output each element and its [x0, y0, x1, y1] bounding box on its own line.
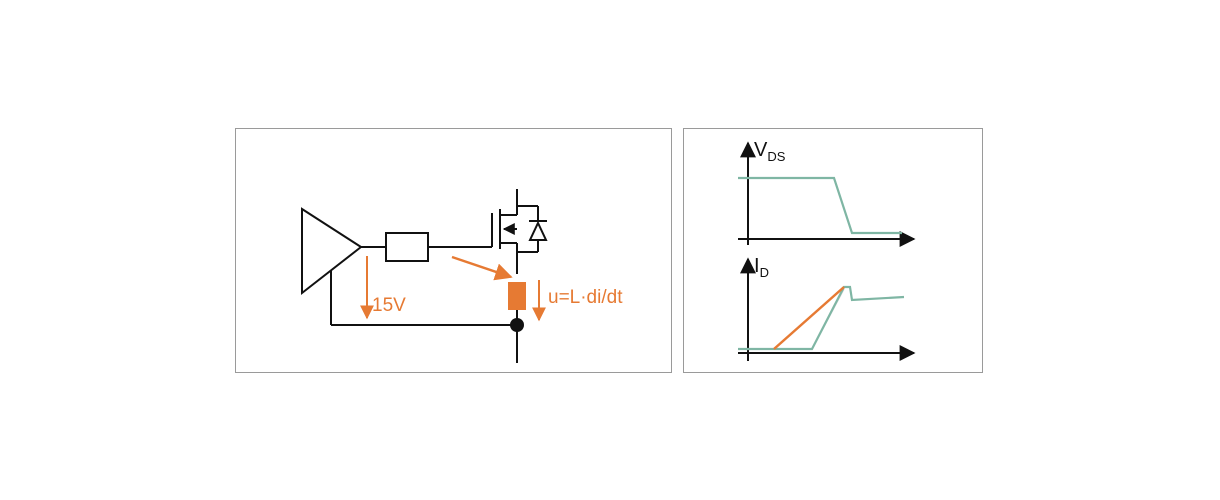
- circuit-diagram-panel: 15V u=L·di/dt: [235, 128, 672, 373]
- induced-voltage-label: u=L·di/dt: [548, 287, 623, 308]
- id-ramp-highlight: [773, 286, 845, 350]
- id-plot-axes: [738, 257, 916, 361]
- mosfet-transistor: [491, 189, 518, 274]
- stray-inductance: [508, 282, 526, 310]
- vds-waveform: [738, 176, 902, 235]
- vds-axis-label: VDS: [754, 139, 786, 164]
- return-wire: [330, 270, 517, 326]
- gate-resistor: [385, 232, 429, 262]
- id-waveform: [738, 285, 905, 351]
- id-axis-label: ID: [754, 255, 769, 280]
- circuit-schematic: 15V u=L·di/dt: [301, 189, 623, 363]
- supply-voltage-label: 15V: [372, 295, 406, 316]
- vds-plot-axes: [738, 141, 916, 247]
- body-diode: [517, 205, 548, 253]
- inductance-pointer-arrow: [451, 255, 513, 281]
- waveform-plots: VDS ID: [738, 139, 916, 361]
- waveform-panel: VDS ID: [683, 128, 983, 373]
